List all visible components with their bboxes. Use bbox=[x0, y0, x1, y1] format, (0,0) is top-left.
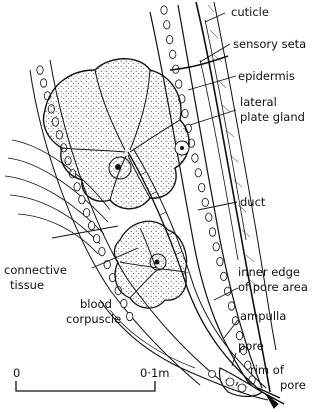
label-blood-corpuscle-1: blood bbox=[80, 297, 112, 311]
label-inner-edge-2: of pore area bbox=[238, 280, 308, 294]
cell-nucleus bbox=[213, 243, 219, 251]
cell-nucleus bbox=[74, 183, 80, 191]
label-sensory-seta: sensory seta bbox=[233, 37, 306, 51]
cell-nucleus bbox=[228, 302, 234, 310]
label-rim-of-pore-1: rim of bbox=[250, 363, 285, 377]
cell-nucleus bbox=[217, 257, 223, 265]
cell-nucleus bbox=[99, 247, 105, 255]
cell-nucleus bbox=[37, 66, 43, 74]
cell-nucleus bbox=[121, 299, 127, 307]
label-ampulla: ampulla bbox=[240, 309, 286, 323]
cell-nucleus bbox=[161, 6, 167, 14]
label-pore: pore bbox=[238, 339, 264, 353]
label-cuticle: cuticle bbox=[231, 5, 269, 19]
label-epidermis: epidermis bbox=[238, 69, 295, 83]
cell-nucleus bbox=[195, 169, 201, 177]
label-blood-corpuscle-2: corpuscle bbox=[66, 312, 121, 326]
cell-nucleus bbox=[83, 209, 89, 217]
cell-nucleus bbox=[192, 154, 198, 162]
cell-nucleus bbox=[40, 79, 46, 87]
cell-nucleus bbox=[176, 80, 182, 88]
cell-nucleus bbox=[199, 183, 205, 191]
label-rim-of-pore-2: pore bbox=[280, 378, 306, 392]
cell-nucleus bbox=[167, 35, 173, 43]
cell-nucleus bbox=[79, 196, 85, 204]
label-lateral-plate-gland-1: lateral bbox=[240, 95, 277, 109]
label-duct: duct bbox=[240, 195, 266, 209]
cell-nucleus bbox=[88, 222, 94, 230]
label-lateral-plate-gland-2: plate gland bbox=[240, 110, 305, 124]
scale-bar-end-label: 0·1m bbox=[140, 366, 170, 380]
scale-bar: 0 0·1m bbox=[13, 366, 170, 391]
scale-bar-start-label: 0 bbox=[13, 366, 20, 380]
cell-nucleus bbox=[94, 235, 100, 243]
cell-nucleus bbox=[202, 198, 208, 206]
cell-nucleus bbox=[164, 21, 170, 29]
lateral-plate-gland bbox=[44, 59, 190, 209]
label-inner-edge-1: inner edge bbox=[238, 265, 300, 279]
label-connective-tissue-2: tissue bbox=[10, 278, 44, 292]
cell-nucleus bbox=[182, 109, 188, 117]
cell-nucleus bbox=[170, 50, 176, 58]
label-connective-tissue-1: connective bbox=[4, 263, 67, 277]
cell-nucleus bbox=[209, 228, 215, 236]
cell-nucleus bbox=[206, 213, 212, 221]
cell-nucleus bbox=[221, 272, 227, 280]
cell-nucleus bbox=[127, 312, 133, 320]
